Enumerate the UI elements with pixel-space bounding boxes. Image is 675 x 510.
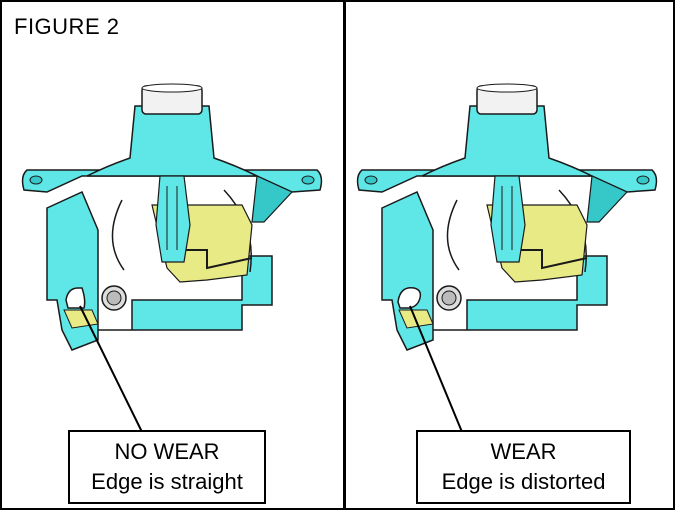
no-wear-callout: NO WEAR Edge is straight — [68, 430, 266, 504]
wear-edge-distorted — [397, 287, 422, 309]
no-wear-caption: Edge is straight — [91, 469, 243, 494]
wear-panel — [348, 0, 675, 510]
tower — [421, 105, 593, 177]
flange-hole-left — [364, 175, 378, 185]
wear-title: WEAR — [490, 439, 557, 464]
wear-edge-straight — [65, 287, 86, 309]
curved-rib — [446, 199, 460, 271]
panel-divider — [343, 0, 346, 510]
flange-hole-right — [301, 175, 315, 185]
leader-line — [409, 305, 463, 433]
lower-body — [46, 190, 273, 351]
wear-part-drawing — [356, 83, 658, 433]
plunger — [490, 175, 526, 263]
leader-line — [79, 305, 143, 433]
figure-label: FIGURE 2 — [14, 14, 120, 39]
no-wear-panel — [2, 0, 342, 510]
flange-hole-left — [29, 175, 43, 185]
no-wear-title: NO WEAR — [114, 439, 220, 464]
no-wear-part-drawing — [21, 83, 323, 433]
wear-callout: WEAR Edge is distorted — [416, 430, 631, 504]
curved-rib — [111, 199, 125, 271]
cap-top — [476, 83, 538, 93]
wear-caption: Edge is distorted — [441, 469, 606, 494]
flange-hole-right — [636, 175, 650, 185]
plunger — [155, 175, 191, 263]
side-arm-right — [586, 175, 629, 223]
tower — [86, 105, 258, 177]
cap-top — [141, 83, 203, 93]
lower-body — [381, 190, 608, 351]
side-arm-right — [251, 175, 294, 223]
